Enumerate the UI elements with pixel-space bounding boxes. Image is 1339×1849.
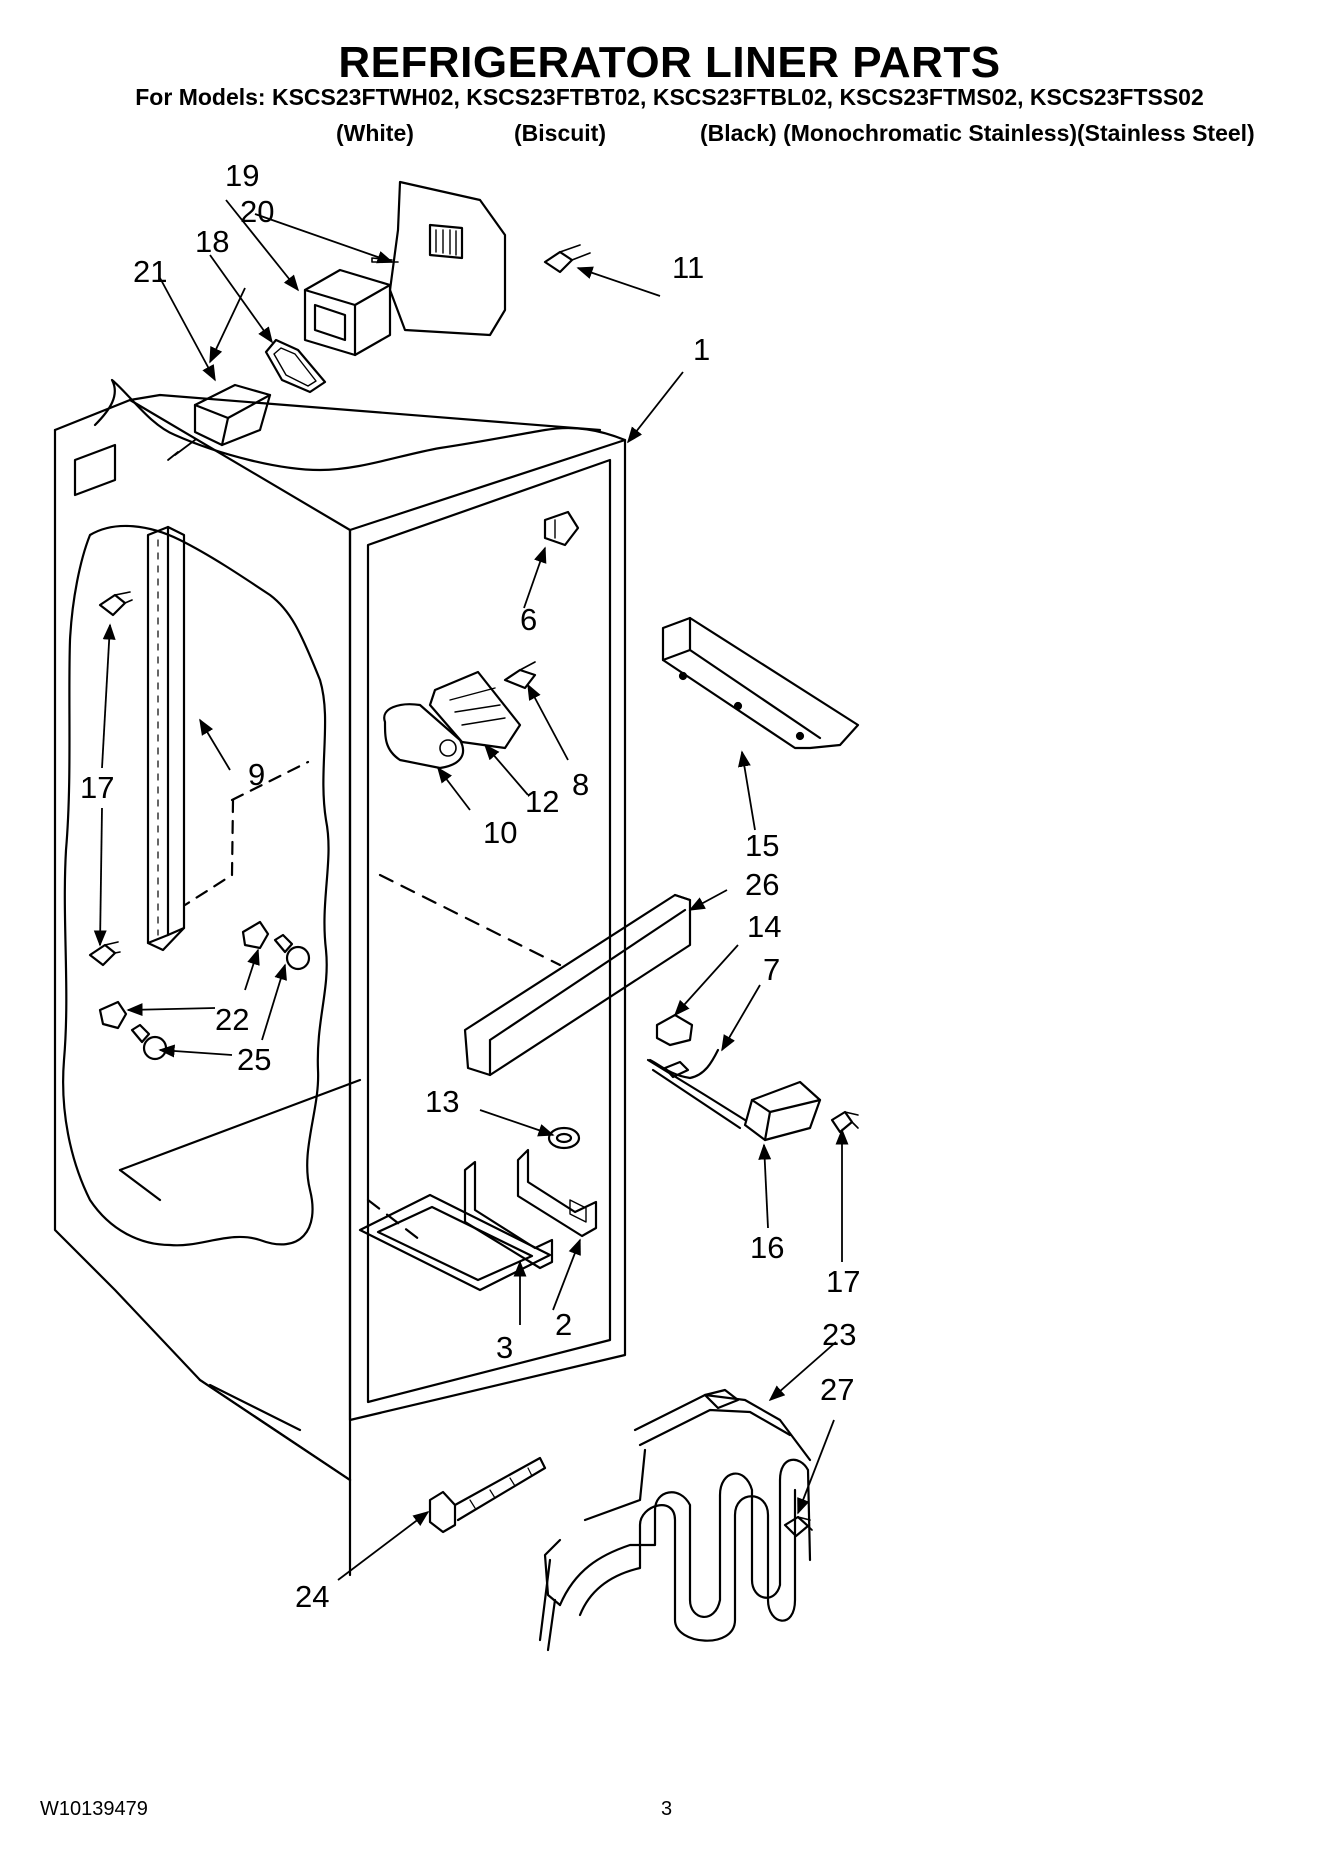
callout-22: 22 (215, 1002, 249, 1037)
part-22-socket-lower (98, 1000, 128, 1030)
callout-24: 24 (295, 1579, 329, 1614)
part-14-clip (655, 1013, 694, 1047)
part-24-cable-tie (428, 1456, 547, 1534)
part-18-gasket (264, 338, 327, 394)
part-17-screw-right (830, 1110, 859, 1134)
part-8-screw (503, 661, 537, 690)
part-22-socket-upper (241, 920, 270, 950)
callout-17-left: 17 (80, 770, 114, 805)
color-white-label: (White) (336, 120, 414, 146)
part-26-cross-channel (463, 893, 692, 1077)
part-27-screw (783, 1515, 813, 1538)
part-7-thermistor (646, 1048, 747, 1130)
callout-9: 9 (248, 757, 265, 792)
part-6-clip (543, 510, 580, 547)
callout-26: 26 (745, 867, 779, 902)
part-2-bracket (516, 1148, 598, 1238)
liner-shell (53, 378, 627, 1577)
callout-27: 27 (820, 1372, 854, 1407)
callout-19: 19 (225, 158, 259, 193)
callout-14: 14 (747, 909, 781, 944)
callout-20: 20 (240, 194, 274, 229)
part-25-bulb-lower (130, 1023, 168, 1061)
part-17-screw-lower-left (88, 941, 121, 967)
page-number: 3 (661, 1798, 673, 1820)
page-title: REFRIGERATOR LINER PARTS (338, 38, 1001, 87)
callout-15: 15 (745, 828, 779, 863)
color-biscuit-label: (Biscuit) (514, 120, 606, 146)
document-number: W10139479 (40, 1798, 148, 1820)
part-9-shelf-rail (146, 525, 310, 952)
part-17-screw-upper-left (98, 591, 133, 617)
callout-21: 21 (133, 254, 167, 289)
callout-17-right: 17 (826, 1264, 860, 1299)
callout-8: 8 (572, 767, 589, 802)
callout-6: 6 (520, 602, 537, 637)
callout-1: 1 (693, 332, 710, 367)
part-23-heater-coil (538, 1388, 812, 1652)
part-13-grommet (547, 1126, 581, 1150)
callout-3: 3 (496, 1330, 513, 1365)
part-3-bracket (463, 1160, 554, 1270)
callout-25: 25 (237, 1042, 271, 1077)
leader-arrows (93, 199, 849, 1581)
callout-labels: 1 2 3 6 7 8 9 10 11 12 13 14 15 16 17 17… (80, 158, 860, 1614)
callout-16: 16 (750, 1230, 784, 1265)
part-11-screw (543, 244, 591, 274)
part-25-bulb-upper (273, 933, 311, 971)
part-15-channel (661, 616, 860, 750)
color-other-label: (Black) (Monochromatic Stainless)(Stainl… (700, 120, 1255, 146)
callout-7: 7 (763, 952, 780, 987)
model-list: For Models: KSCS23FTWH02, KSCS23FTBT02, … (135, 84, 1204, 110)
callout-10: 10 (483, 815, 517, 850)
part-21-switch (167, 383, 272, 461)
part-16-control-box (743, 1080, 822, 1142)
callout-12: 12 (525, 784, 559, 819)
part-20-housing-box (303, 268, 392, 357)
part-10-bezel (383, 703, 465, 770)
callout-13: 13 (425, 1084, 459, 1119)
callout-23: 23 (822, 1317, 856, 1352)
part-19-control-cover (371, 180, 507, 337)
callout-11: 11 (672, 250, 704, 285)
callout-18: 18 (195, 224, 229, 259)
callout-2: 2 (555, 1307, 572, 1342)
part-12-bracket (428, 670, 522, 750)
